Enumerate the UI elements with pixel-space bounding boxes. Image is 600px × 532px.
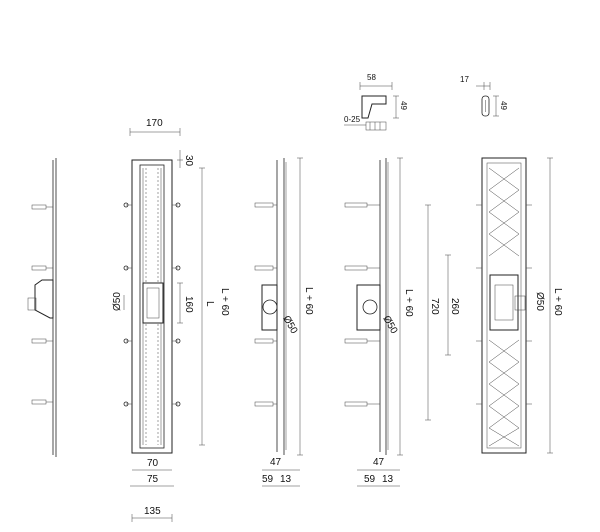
- dim-L60-b: L + 60: [303, 287, 314, 315]
- dim-49-b: 49: [499, 101, 508, 110]
- dim-59-a: 59: [262, 474, 274, 485]
- dim-L60-d: L + 60: [552, 288, 563, 316]
- dim-260: 260: [449, 298, 460, 315]
- dim-d50-a: Ø50: [112, 292, 123, 311]
- dim-d50-d: Ø50: [534, 292, 545, 311]
- dim-d50-c: Ø50: [380, 314, 399, 336]
- side-profile-view: [27, 158, 57, 457]
- dim-59-b: 59: [364, 474, 376, 485]
- dim-17: 17: [460, 75, 469, 84]
- section-view-2: [344, 82, 451, 487]
- dim-30: 30: [183, 155, 194, 167]
- dim-13-b: 13: [382, 474, 394, 485]
- dim-170: 170: [146, 118, 163, 129]
- frame-view: [476, 82, 553, 454]
- dim-58: 58: [367, 73, 376, 82]
- section-view-1: [254, 157, 303, 487]
- top-view: [123, 128, 205, 522]
- dim-160: 160: [183, 296, 194, 313]
- dim-L: L: [204, 301, 215, 307]
- dim-13-a: 13: [280, 474, 292, 485]
- dim-47-b: 47: [373, 457, 385, 468]
- dim-47-a: 47: [270, 457, 282, 468]
- dim-L60-c: L + 60: [403, 289, 414, 317]
- dim-L60-a: L + 60: [219, 288, 230, 316]
- dim-720: 720: [429, 298, 440, 315]
- dim-70: 70: [147, 458, 159, 469]
- dim-135: 135: [144, 506, 161, 517]
- dim-d50-b: Ø50: [280, 314, 299, 336]
- dim-0-25: 0-25: [344, 115, 361, 124]
- dim-75: 75: [147, 474, 159, 485]
- dim-49-a: 49: [399, 101, 408, 110]
